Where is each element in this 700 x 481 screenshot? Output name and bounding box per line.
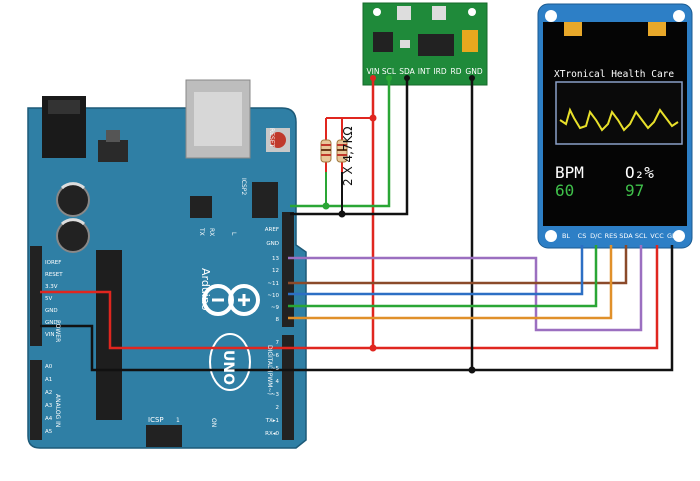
digital-label: DIGITAL (PWM~) (266, 345, 273, 395)
heart-waveform (559, 107, 679, 132)
tft-display-module (537, 3, 693, 249)
display-pin-scl: SCL (635, 232, 648, 240)
junction-dots (322, 75, 476, 374)
display-pin-dc: D/C (590, 232, 602, 240)
bpm-label: BPM (555, 163, 584, 182)
digital-header-top (282, 212, 294, 327)
o2-value: 97 (625, 181, 644, 200)
tx-label: TX (198, 227, 205, 236)
pin-label-9: ~9 (271, 305, 280, 311)
sensor-pin-rd: RD (451, 67, 462, 76)
pin-label-vin: VIN (45, 332, 55, 338)
pin-label-a1: A1 (45, 377, 52, 383)
led-l-label: L (230, 232, 237, 236)
pin-label-a3: A3 (45, 403, 53, 409)
sensor-pin-int: INT (418, 67, 431, 76)
usb-chip (190, 196, 212, 218)
o2-label: O₂% (625, 163, 654, 182)
pin-label-10: ~10 (267, 293, 279, 299)
pulse-oximeter-module (362, 2, 488, 86)
sensor-pin-labels: VIN SCL SDA INT IRD RD GND (367, 67, 483, 76)
waveform-box (555, 81, 683, 145)
icsp2-label: ICSP2 (240, 178, 247, 195)
pin-label-3: ~3 (271, 392, 280, 398)
sensor-pin-sda: SDA (399, 67, 415, 76)
pin-label-13: 13 (272, 256, 279, 262)
power-label: POWER (54, 320, 61, 342)
display-pin-gd: GD (667, 232, 677, 240)
power-header (30, 246, 42, 346)
pin-label-5: ~5 (271, 366, 280, 372)
display-pin-labels: BL CS D/C RES SDA SCL VCC GD (562, 232, 677, 240)
pin-label-gnd1: GND (45, 308, 58, 314)
uno-model: UNO (220, 350, 236, 385)
pullup-resistors (320, 118, 348, 172)
pin-label-ioref: IOREF (45, 260, 61, 266)
sensor-pin-ird: IRD (433, 67, 446, 76)
display-pin-sda: SDA (619, 232, 633, 240)
display-pin-bl: BL (562, 232, 570, 240)
pin-label-a4: A4 (45, 416, 53, 422)
on-label: ON (210, 418, 217, 427)
sensor-pin-vin: VIN (367, 67, 380, 76)
sensor-pin-scl: SCL (382, 67, 397, 76)
bpm-value: 60 (555, 181, 574, 200)
analog-header (30, 360, 42, 440)
pin-label-tx1: TX▸1 (265, 418, 279, 424)
pin-label-gnd3: GND (266, 241, 279, 247)
display-pin-cs: CS (578, 232, 587, 240)
display-title: XTronical Health Care (554, 69, 674, 80)
pin-label-5v: 5V (45, 296, 52, 302)
pin-label-8: 8 (276, 317, 280, 323)
pin-label-2: 2 (276, 405, 280, 411)
pin-label-7: 7 (276, 340, 280, 346)
display-pin-vcc: VCC (650, 232, 664, 240)
pin-label-reset: RESET (45, 272, 63, 278)
arduino-logo (202, 284, 260, 316)
pin-label-aref: AREF (265, 227, 279, 233)
display-pin-res: RES (605, 232, 618, 240)
pin-label-12: 12 (272, 268, 279, 274)
pin-label-11: ~11 (267, 281, 279, 287)
analog-label: ANALOG IN (54, 394, 61, 427)
pin-label-rx0: RX◂0 (265, 431, 279, 437)
icsp2-header (252, 182, 278, 218)
icsp-label: ICSP (148, 416, 164, 424)
pin-label-6: ~6 (271, 353, 280, 359)
voltage-regulator (98, 140, 128, 162)
resistor-label: 2 X 4,7KΩ (341, 126, 355, 186)
arduino-brand: Arduino (199, 268, 212, 311)
capacitor (56, 183, 90, 217)
uno-badge (209, 333, 251, 391)
capacitor (56, 219, 90, 253)
reset-label: RESET (268, 128, 275, 148)
pin-label-a5: A5 (45, 429, 53, 435)
pin-label-a0: A0 (45, 364, 53, 370)
left-pin-labels: IOREF RESET 3.3V 5V GND GND VIN A0 A1 A2… (45, 260, 63, 435)
arduino-board (27, 79, 307, 449)
pin-label-a2: A2 (45, 390, 52, 396)
sensor-pin-gnd: GND (465, 67, 482, 76)
rx-label: RX (208, 228, 215, 236)
pin-label-3v3: 3.3V (45, 284, 58, 290)
pin-label-4: 4 (276, 379, 280, 385)
icsp-pin1-label: 1 (176, 417, 180, 424)
wires (40, 78, 674, 372)
pin-label-gnd2: GND (45, 320, 58, 326)
digital-header-bottom (282, 335, 294, 440)
icsp-header (146, 425, 182, 447)
right-pin-labels: AREF GND 13 12 ~11 ~10 ~9 8 7 ~6 ~5 4 ~3… (265, 227, 280, 437)
